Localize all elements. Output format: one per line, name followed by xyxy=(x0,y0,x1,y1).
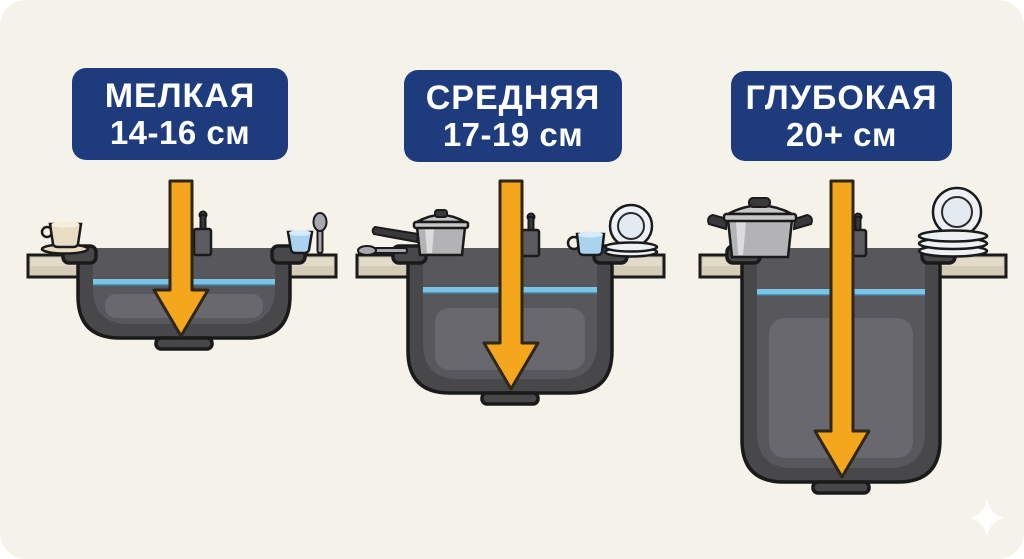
spoon-icon xyxy=(312,212,328,254)
label-shallow: МЕЛКАЯ 14-16 см xyxy=(72,68,288,160)
drain-icon xyxy=(811,480,871,495)
panel-deep xyxy=(698,179,1008,537)
spoon-icon xyxy=(357,245,408,256)
drain-icon xyxy=(154,336,214,351)
saucepan-icon xyxy=(371,209,470,257)
mug-icon xyxy=(566,231,606,257)
depth-arrow-deep xyxy=(813,179,871,479)
drain-icon xyxy=(480,391,540,406)
plate-stack-icon xyxy=(603,203,659,258)
label-shallow-title: МЕЛКАЯ xyxy=(104,77,256,115)
label-deep-range: 20+ см xyxy=(786,116,897,153)
stockpot-icon xyxy=(707,197,813,259)
panel-medium xyxy=(355,179,666,406)
depth-arrow-medium xyxy=(482,179,540,391)
label-deep: ГЛУБОКАЯ 20+ см xyxy=(731,71,952,161)
sparkle-icon xyxy=(970,499,1004,537)
label-medium-range: 17-19 см xyxy=(442,116,584,153)
label-deep-title: ГЛУБОКАЯ xyxy=(745,79,938,117)
label-medium-title: СРЕДНЯЯ xyxy=(425,79,601,117)
teacup-icon xyxy=(40,221,90,255)
label-shallow-range: 14-16 см xyxy=(109,114,251,151)
panel-shallow xyxy=(26,179,338,351)
depth-arrow-shallow xyxy=(152,179,210,338)
glass-icon xyxy=(286,230,314,255)
plate-stack-icon xyxy=(917,186,989,258)
label-medium: СРЕДНЯЯ 17-19 см xyxy=(404,70,622,162)
